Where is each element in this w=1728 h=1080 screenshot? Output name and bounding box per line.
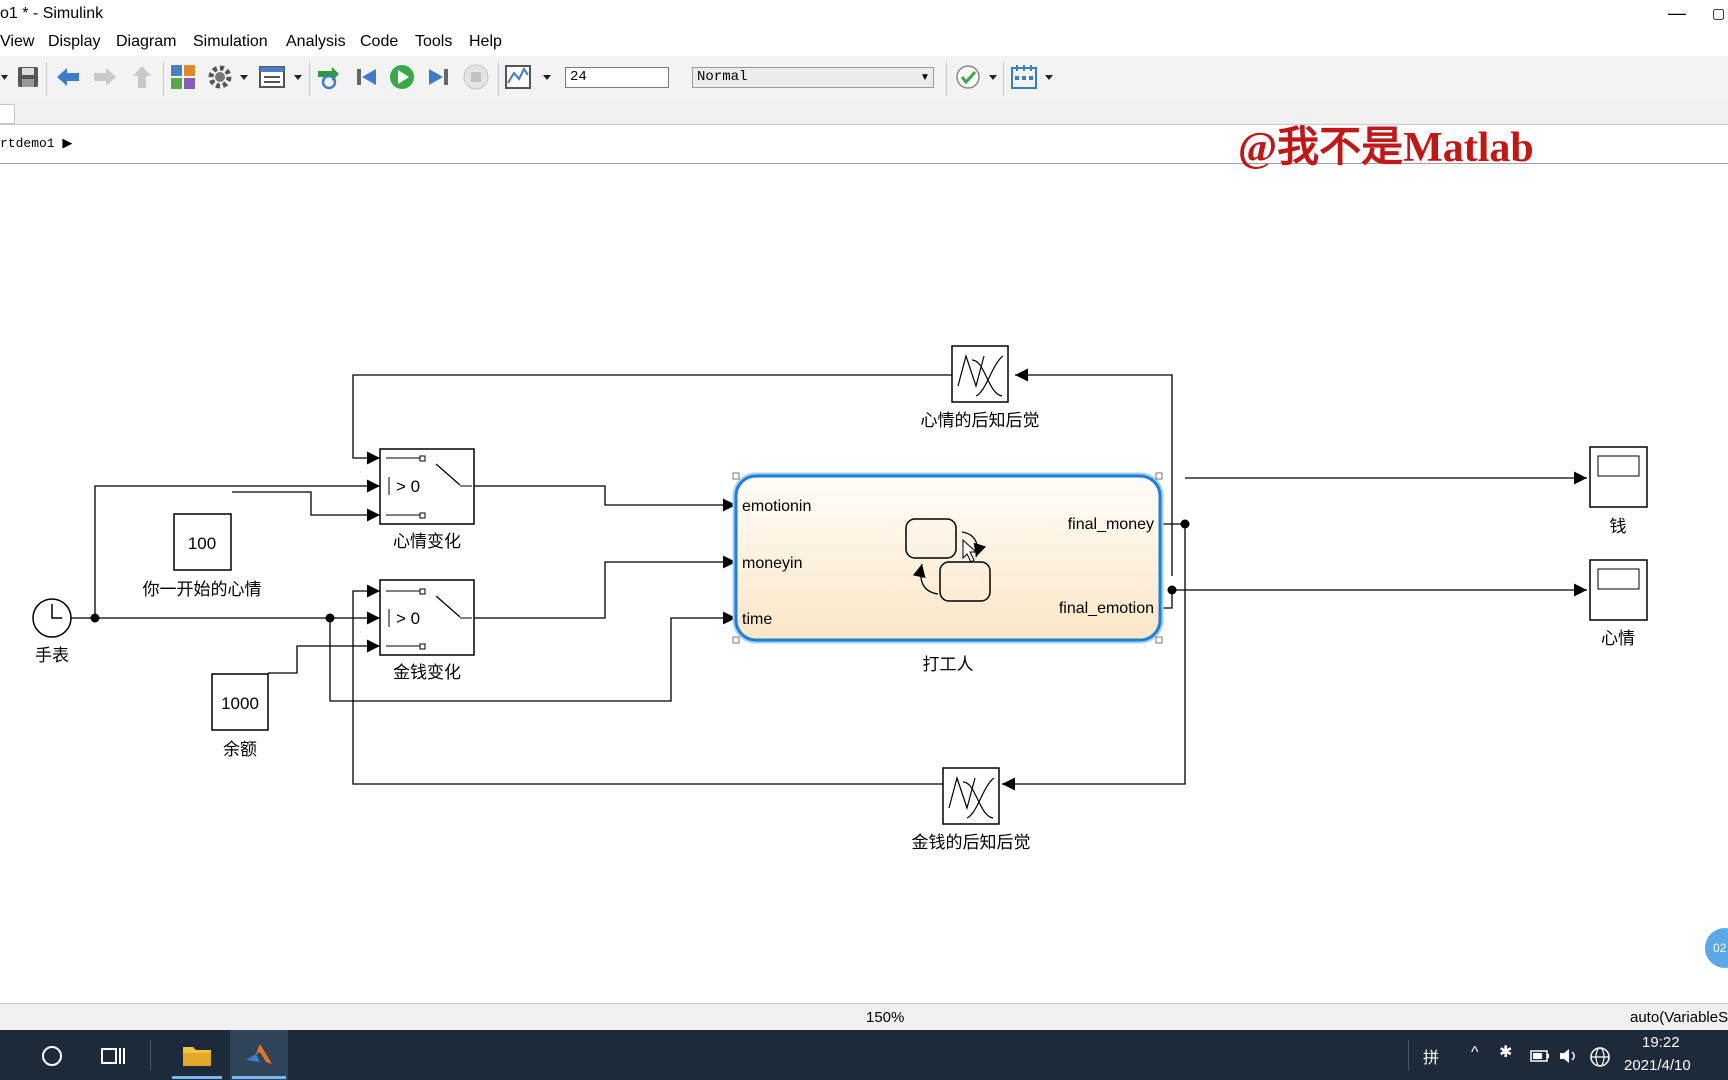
clock-label: 手表 (35, 646, 69, 665)
constant-block-money[interactable]: 1000 (211, 673, 269, 731)
chevron-down-icon[interactable]: ▼ (920, 72, 930, 83)
constant-mood-label: 你一开始的心情 (143, 580, 262, 599)
chevron-up-icon[interactable]: ^ (1471, 1044, 1479, 1061)
taskbar-time[interactable]: 19:22 (1642, 1034, 1680, 1051)
constant-money-label: 余额 (223, 740, 257, 759)
minimize-button[interactable]: — (1668, 3, 1686, 23)
scope-money-label: 钱 (1610, 517, 1627, 536)
delay-block-mood[interactable] (951, 345, 1009, 403)
gear-icon[interactable] (206, 63, 234, 91)
task-view-icon[interactable] (100, 1044, 126, 1068)
chevron-down-icon[interactable] (238, 63, 250, 91)
update-diagram-icon[interactable] (314, 63, 342, 91)
chart-label: 打工人 (923, 655, 974, 674)
chart-port-final-money: final_money (1068, 516, 1154, 533)
menu-analysis[interactable]: Analysis (286, 33, 346, 50)
taskbar (0, 1030, 1728, 1080)
chart-port-final-emotion: final_emotion (1059, 600, 1154, 617)
up-icon[interactable] (128, 63, 156, 91)
scope-block-money[interactable] (1589, 446, 1648, 508)
constant-money-value: 1000 (221, 694, 259, 713)
maximize-button[interactable]: ▢ (1712, 5, 1726, 21)
diagram-canvas[interactable]: 手表 100 你一开始的心情 1000 余额 > 0 心情变化 > 0 金钱变化 (0, 164, 1728, 1002)
watermark: @我不是Matlab (1238, 125, 1534, 171)
breadcrumb-model[interactable]: rtdemo1 (0, 136, 55, 151)
switch-money-label: 金钱变化 (393, 663, 461, 682)
menu-view[interactable]: View (0, 33, 35, 50)
dropdown-arrow-icon[interactable] (0, 63, 10, 91)
signal-lines (56, 368, 1587, 791)
floating-timer-button[interactable]: 02 (1705, 928, 1728, 968)
delay-mood-label: 心情的后知后觉 (921, 411, 1040, 430)
volume-icon[interactable] (1558, 1046, 1580, 1066)
switch-mood-label: 心情变化 (393, 532, 461, 551)
chart-port-emotionin: emotionin (742, 498, 811, 515)
switch-block-mood[interactable]: > 0 (379, 448, 475, 525)
chevron-right-icon: ▶ (62, 136, 73, 151)
file-explorer-icon[interactable] (182, 1042, 212, 1068)
taskbar-date[interactable]: 2021/4/10 (1624, 1057, 1691, 1074)
branch-points (90, 519, 1190, 623)
switch-block-money[interactable]: > 0 (379, 579, 475, 656)
tab-model[interactable] (0, 104, 15, 124)
delay-money-label: 金钱的后知后觉 (912, 833, 1031, 852)
constant-mood-value: 100 (188, 534, 216, 553)
run-icon[interactable] (388, 63, 416, 91)
solver-status[interactable]: auto(VariableS (1630, 1009, 1728, 1026)
status-bar (0, 1003, 1728, 1030)
scope-icon[interactable] (504, 63, 532, 91)
switch-mood-threshold: > 0 (396, 477, 420, 496)
globe-icon[interactable] (1589, 1046, 1611, 1068)
scope-block-mood[interactable] (1589, 559, 1648, 621)
model-explorer-icon[interactable] (258, 63, 286, 91)
scope-mood-label: 心情 (1601, 629, 1635, 648)
menu-diagram[interactable]: Diagram (116, 33, 177, 50)
breadcrumb-bar (0, 125, 1728, 164)
matlab-icon[interactable] (244, 1040, 274, 1070)
battery-icon[interactable] (1530, 1049, 1550, 1063)
chevron-down-icon[interactable] (292, 63, 304, 91)
menu-display[interactable]: Display (48, 33, 101, 50)
cursor-icon (962, 538, 978, 563)
stop-time-input[interactable]: 24 (565, 67, 669, 88)
constant-block-mood[interactable]: 100 (173, 513, 232, 571)
switch-money-threshold: > 0 (396, 609, 420, 628)
chart-port-time: time (742, 611, 772, 628)
library-browser-icon[interactable] (169, 63, 197, 91)
chart-port-moneyin: moneyin (742, 555, 802, 572)
back-icon[interactable] (54, 63, 82, 91)
chevron-down-icon[interactable] (987, 63, 999, 91)
menu-help[interactable]: Help (469, 33, 502, 50)
menu-bar (0, 30, 1728, 56)
window-title: o1 * - Simulink (0, 5, 104, 22)
menu-tools[interactable]: Tools (415, 33, 453, 50)
stateflow-chart-block[interactable]: emotionin moneyin time final_money final… (732, 472, 1164, 644)
step-forward-icon[interactable] (425, 63, 453, 91)
tab-strip (0, 102, 1728, 125)
chevron-down-icon[interactable] (541, 63, 553, 91)
menu-simulation[interactable]: Simulation (193, 33, 268, 50)
step-back-icon[interactable] (352, 63, 380, 91)
title-bar (0, 0, 1728, 30)
search-icon[interactable] (40, 1044, 64, 1068)
breadcrumb[interactable]: rtdemo1 ▶ (0, 136, 72, 151)
save-icon[interactable] (14, 63, 42, 91)
calendar-icon[interactable] (1010, 63, 1038, 91)
clock-block[interactable] (32, 598, 72, 638)
zoom-level: 150% (866, 1009, 905, 1026)
forward-icon[interactable] (91, 63, 119, 91)
bluetooth-icon[interactable]: ✱ (1499, 1044, 1513, 1061)
menu-code[interactable]: Code (360, 33, 399, 50)
ime-indicator[interactable]: 拼 (1423, 1050, 1440, 1067)
stop-icon[interactable] (462, 63, 490, 91)
simulation-mode-select[interactable]: Normal (692, 67, 934, 88)
delay-block-money[interactable] (942, 767, 1000, 825)
chevron-down-icon[interactable] (1043, 63, 1055, 91)
check-icon[interactable] (954, 63, 982, 91)
